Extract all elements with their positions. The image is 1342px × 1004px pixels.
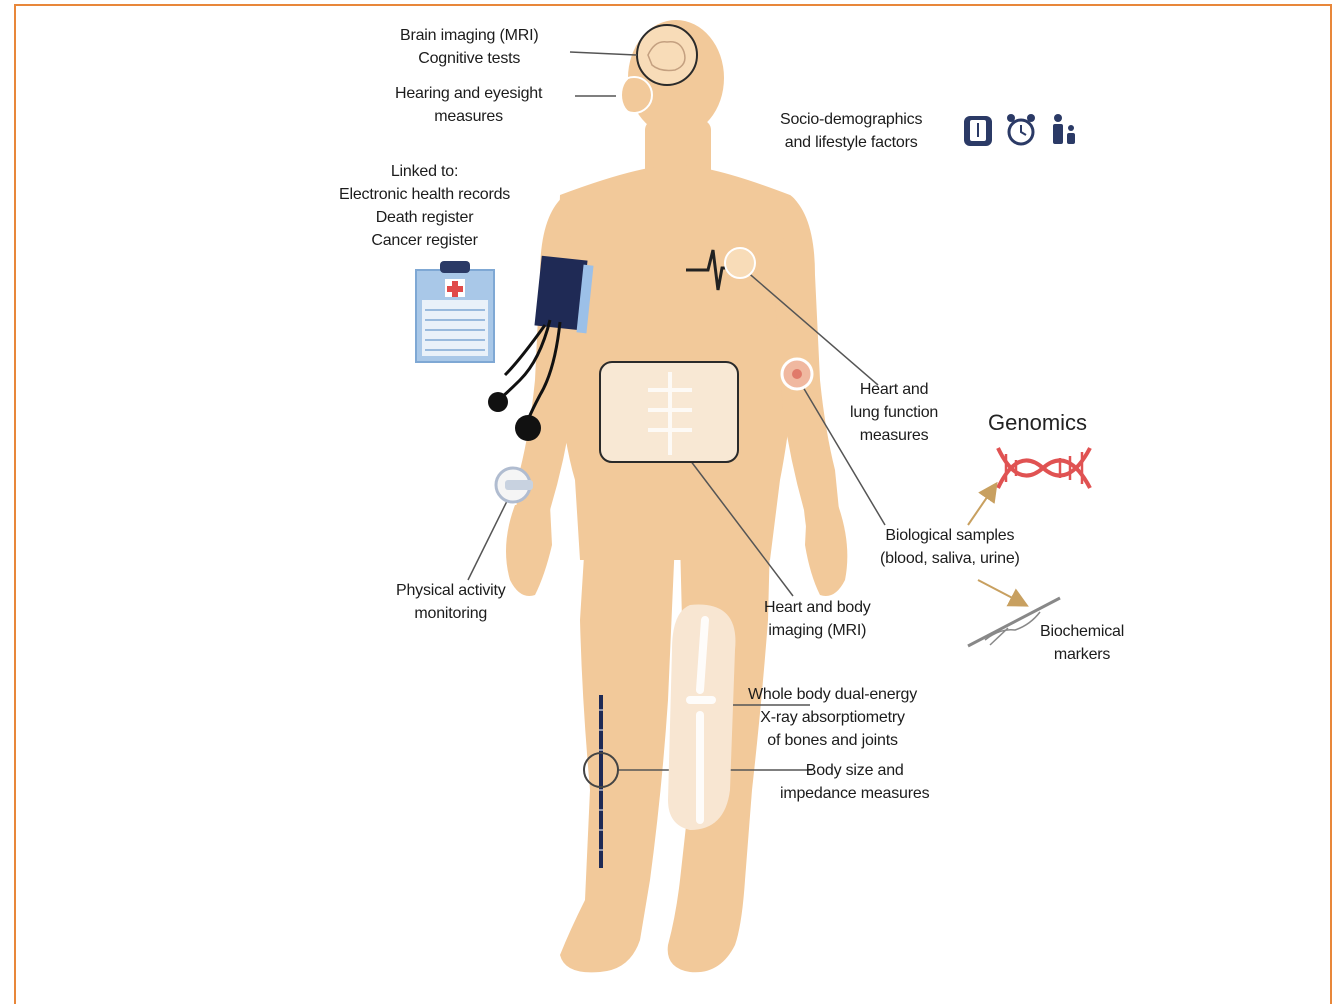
brain-imaging-label: Brain imaging (MRI)Cognitive tests [400, 24, 538, 70]
genomics-title: Genomics [988, 410, 1087, 436]
biological-samples-label: Biological samples(blood, saliva, urine) [880, 524, 1020, 570]
alarm-clock-icon [1007, 114, 1035, 144]
body-silhouette [506, 20, 847, 972]
blood-sample-marker [782, 359, 812, 389]
smartphone-icon [964, 116, 992, 146]
abdomen-imaging-box [600, 362, 738, 462]
clipboard-medical-record-icon [416, 261, 494, 362]
dna-helix-icon [998, 448, 1090, 488]
family-icon [1053, 114, 1075, 144]
knee-xray-panel [668, 605, 735, 830]
brain-marker [637, 25, 697, 85]
